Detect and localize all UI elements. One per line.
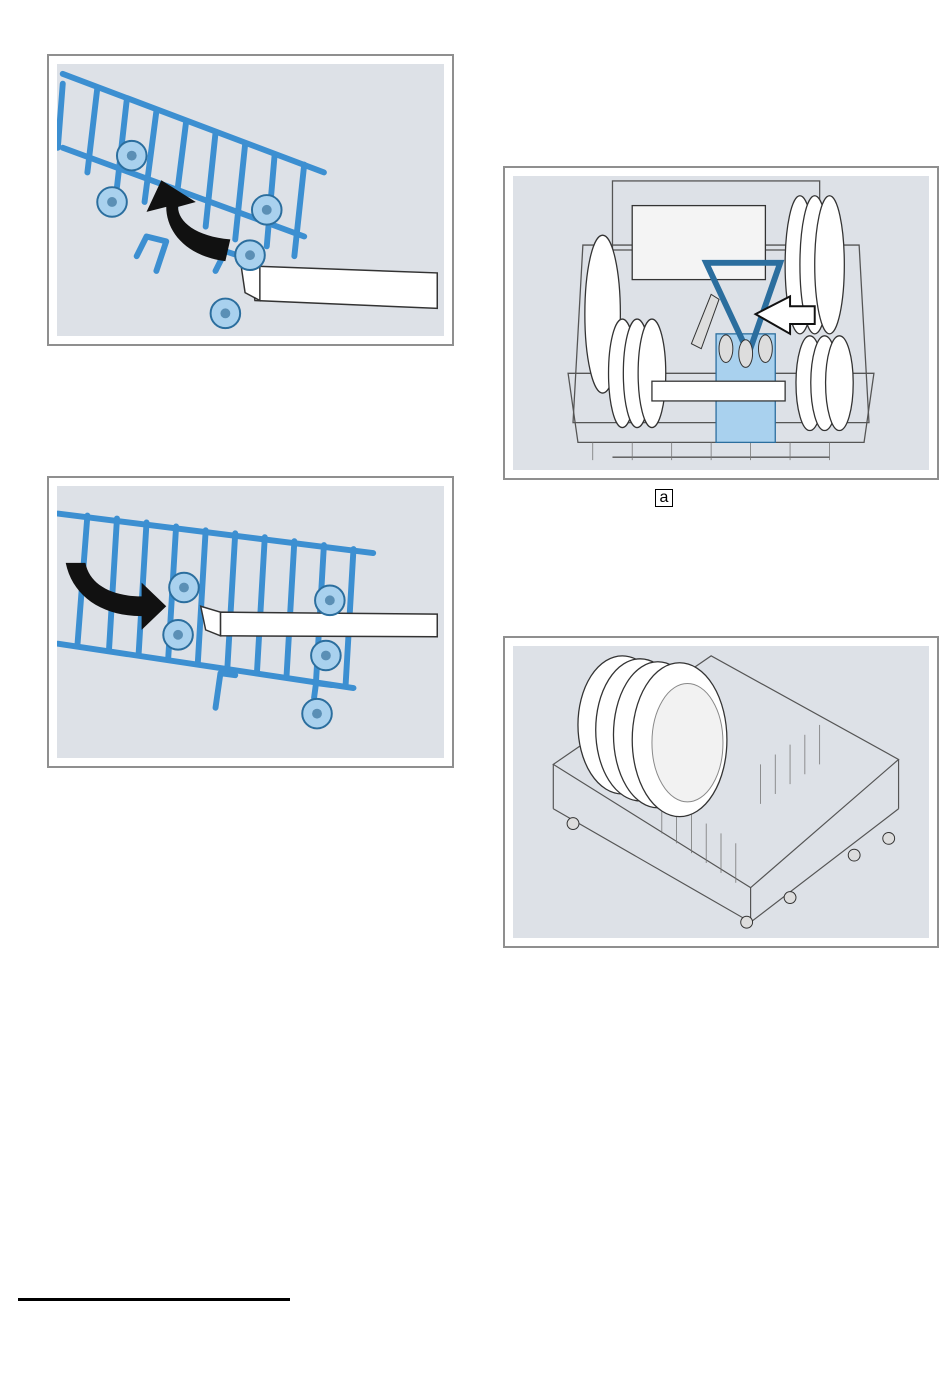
figure-panel (513, 176, 929, 470)
figure-panel (513, 646, 929, 938)
figure-upper-basket-raise (47, 54, 454, 346)
loaded-basket-illustration (513, 176, 929, 470)
figure-upper-basket-lower (47, 476, 454, 768)
lower-basket-illustration (513, 646, 929, 938)
figure-lower-basket-plates (503, 636, 939, 948)
callout-label-a: a (655, 489, 673, 507)
figure-panel (57, 486, 444, 758)
basket-illustration-lower (57, 486, 444, 758)
figure-panel (57, 64, 444, 336)
footnote-rule (18, 1298, 290, 1301)
figure-upper-basket-loaded (503, 166, 939, 480)
basket-illustration-raise (57, 64, 444, 336)
